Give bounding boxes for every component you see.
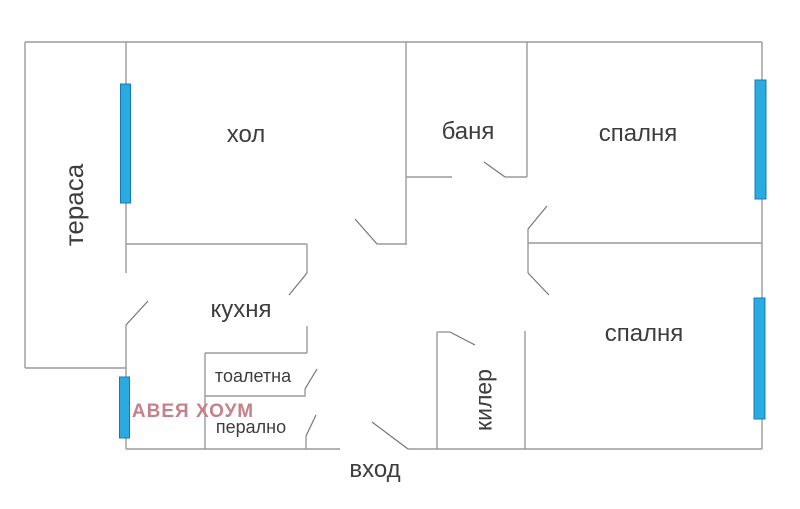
- window-terrace: [120, 83, 131, 204]
- room-label-toilet: тоалетна: [214, 366, 292, 386]
- agency-watermark: АВЕЯ ХОУМ: [131, 401, 255, 422]
- door-entrance-leaf: [371, 421, 409, 450]
- walls-group: [24, 41, 763, 450]
- window-kitchen: [119, 376, 130, 439]
- window-bedroom-bottom: [753, 297, 766, 420]
- room-label-terrace: тераса: [59, 163, 89, 247]
- door-kitchen-leaf: [288, 272, 308, 296]
- room-label-bedroom-top: спалня: [598, 120, 678, 147]
- door-terrace-leaf: [125, 300, 149, 326]
- room-label-closet: килер: [470, 369, 497, 431]
- door-bedroom-top-leaf: [527, 205, 548, 230]
- room-label-living-room: хол: [226, 121, 266, 148]
- room-label-laundry: перално: [215, 417, 287, 437]
- door-bathroom-leaf: [483, 161, 506, 178]
- door-laundry-leaf: [305, 414, 317, 437]
- room-label-bedroom-bottom: спалня: [604, 320, 684, 347]
- windows-group: [119, 79, 767, 439]
- door-toilet-leaf: [304, 368, 318, 390]
- wall-toilet-bottom: [205, 389, 306, 397]
- room-label-entrance: вход: [349, 456, 401, 483]
- room-label-bathroom: баня: [441, 118, 495, 145]
- door-bedroom-bottom-leaf: [527, 272, 550, 296]
- room-label-kitchen: кухня: [210, 296, 272, 323]
- door-livingroom-leaf: [354, 218, 378, 245]
- window-bedroom-top: [754, 79, 767, 200]
- doors-group: [125, 161, 550, 450]
- door-closet-leaf: [449, 331, 476, 346]
